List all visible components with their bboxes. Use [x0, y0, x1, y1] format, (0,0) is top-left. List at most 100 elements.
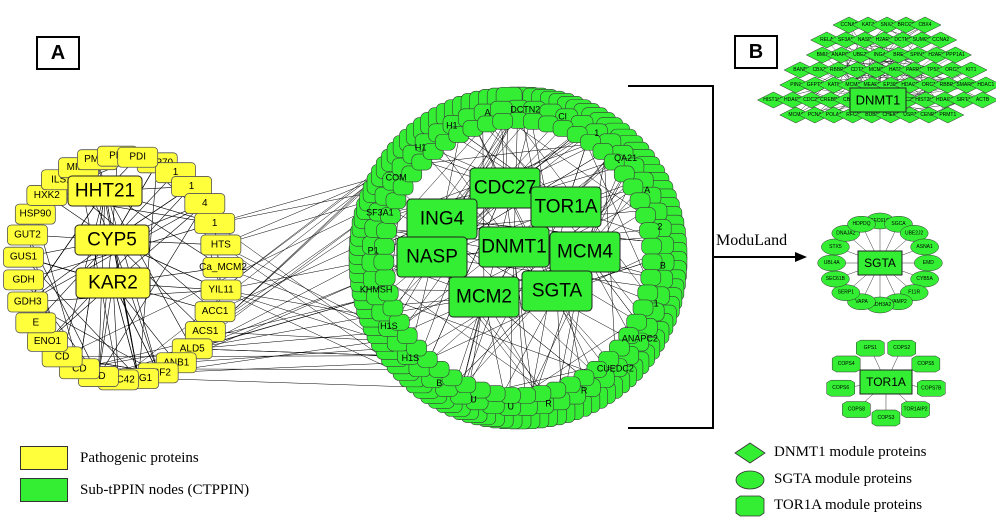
dnmt1-node-label: CDC25 — [898, 97, 915, 103]
panel-label-b: B — [734, 35, 778, 69]
sgta-node-label: EMD — [923, 260, 935, 266]
pathogenic-node-label: CD — [55, 351, 69, 362]
pathogenic-node-label: HSP90 — [19, 209, 51, 220]
panel-label-a: A — [36, 36, 80, 70]
dnmt1-node — [954, 61, 988, 79]
pathogenic-node-label: ENO1 — [34, 336, 62, 347]
dnmt1-node-label: SUMO1 — [913, 37, 931, 43]
ctppin-hub-label: MCM2 — [456, 287, 512, 308]
dnmt1-node-label: TP53 — [927, 67, 939, 73]
edge — [111, 239, 159, 373]
edge — [192, 332, 381, 350]
legend-sgta: SGTA module proteins — [774, 471, 912, 488]
legend-ctppin: Sub-tPPIN nodes (CTPPIN) — [20, 478, 249, 502]
edge — [112, 282, 139, 379]
tor1a-node-label: COPS2 — [893, 345, 910, 351]
dnmt1-node-label: CBX7 — [813, 67, 826, 73]
ctppin-node-label: U — [507, 402, 514, 412]
sgta-node-label: SERP1 — [838, 290, 855, 296]
dnmt1-node-label: HDAC4 — [936, 97, 953, 103]
legend-shapes — [734, 442, 766, 517]
arrow-label: ModuLand — [716, 232, 788, 249]
dnmt1-node-label: MCM2 — [845, 82, 860, 88]
dnmt1-node-label: CCNA2 — [932, 37, 949, 43]
dnmt1-node-label: RBBP4 — [940, 82, 957, 88]
tor1a-node — [917, 380, 946, 397]
sgta-node-label: SEC61B — [826, 276, 846, 282]
dnmt1-node-label: SIRT1 — [956, 97, 970, 103]
sgta-node-label: ALDH3A2 — [869, 302, 891, 308]
sgta-hub — [857, 250, 903, 276]
legend-ctppin-swatch — [20, 478, 68, 502]
tor1a-node — [856, 339, 885, 357]
dnmt1-hub-label: DNMT1 — [856, 93, 901, 108]
ctppin-node-label: H1S — [380, 321, 398, 331]
sgta-node-label: F11R — [908, 290, 920, 296]
ctppin-node-label: B — [436, 378, 442, 388]
dnmt1-node — [965, 91, 996, 109]
ctppin-hub-label: SGTA — [532, 281, 583, 302]
tor1a-module: COPS2COPS5COPS7BTOR1AIP2COPS3COPS8COPS6C… — [826, 339, 946, 427]
pathogenic-node-label: YIL11 — [208, 285, 234, 296]
pathogenic-node-label: GUS1 — [10, 252, 38, 263]
dnmt1-node-label: BUB1 — [865, 112, 878, 118]
sgta-node — [821, 270, 850, 288]
tor1a-node-label: COPS6 — [832, 385, 849, 391]
legend-tor1a-label: TOR1A module proteins — [774, 497, 923, 513]
edge — [504, 187, 537, 417]
dnmt1-node-label: BANP — [793, 67, 807, 73]
ctppin-node-label: A — [484, 108, 490, 118]
legend-pathogenic-label: Pathogenic proteins — [80, 449, 199, 466]
dnmt1-node-label: ORC2 — [945, 67, 959, 73]
tor1a-node — [901, 401, 930, 418]
pathogenic-hub — [67, 175, 143, 207]
ctppin-node-label: 1 — [594, 128, 599, 138]
dnmt1-node-label: MCM3 — [869, 67, 884, 73]
sgta-node-label: ASNA1 — [916, 244, 933, 250]
pathogenic-node-label: ALD5 — [180, 343, 205, 354]
dnmt1-node-label: ACTB — [976, 97, 990, 103]
sgta-node — [914, 254, 943, 272]
dnmt1-node-label: SF3A1 — [838, 37, 854, 43]
dnmt1-node-label: CDT1 — [851, 67, 864, 73]
ctppin-hub-label: ING4 — [420, 209, 465, 230]
pathogenic-hub-label: HHT21 — [75, 181, 135, 202]
sgta-node-label: DNAJA2 — [836, 230, 855, 236]
dnmt1-node-label: H2AFV — [876, 37, 893, 43]
ctppin-node-label: QA21 — [614, 153, 637, 163]
pathogenic-node-label: E — [32, 317, 39, 328]
pathogenic-node-label: GDH3 — [14, 297, 42, 308]
edge — [158, 362, 401, 374]
dnmt1-node-label: BMI1 — [817, 52, 829, 58]
ctppin-node — [373, 253, 395, 271]
ctppin-hub-label: TOR1A — [534, 197, 597, 218]
dnmt1-node-label: KAT5 — [828, 82, 840, 88]
dnmt1-node-label: UBE2I — [853, 52, 867, 58]
pathogenic-network: HSP701141HTSCa_MCM2YIL11ACC1ACS1ALD5ANB1… — [3, 145, 247, 391]
pathogenic-node-label: 4 — [202, 198, 208, 209]
sgta-node — [831, 284, 861, 301]
tor1a-node — [831, 355, 861, 373]
sgta-node — [899, 225, 929, 242]
pathogenic-node — [117, 146, 159, 168]
ctppin-hub-label: CDC27 — [474, 178, 536, 199]
dnmt1-node-label: PCNA — [808, 112, 823, 118]
edge — [221, 289, 373, 317]
tor1a-node — [842, 401, 871, 418]
dnmt1-node-label: EP300 — [883, 82, 898, 88]
ctppin-node-label: 1 — [654, 299, 659, 309]
pathogenic-node — [3, 246, 44, 268]
tor1a-node — [826, 379, 855, 397]
ctppin-node-label: 2 — [657, 222, 662, 232]
edge — [214, 175, 385, 224]
tor1a-node — [871, 409, 901, 427]
edge — [192, 348, 395, 356]
dnmt1-node-label: SPIN1 — [910, 52, 925, 58]
dnmt1-node-label: PRMT1 — [939, 112, 956, 118]
ctppin-node — [632, 299, 654, 317]
pathogenic-node — [15, 312, 57, 334]
arrow-head — [795, 252, 807, 262]
ctppin-hub — [448, 276, 520, 318]
edge — [365, 289, 617, 383]
dnmt1-node-label: ORC1 — [922, 82, 936, 88]
